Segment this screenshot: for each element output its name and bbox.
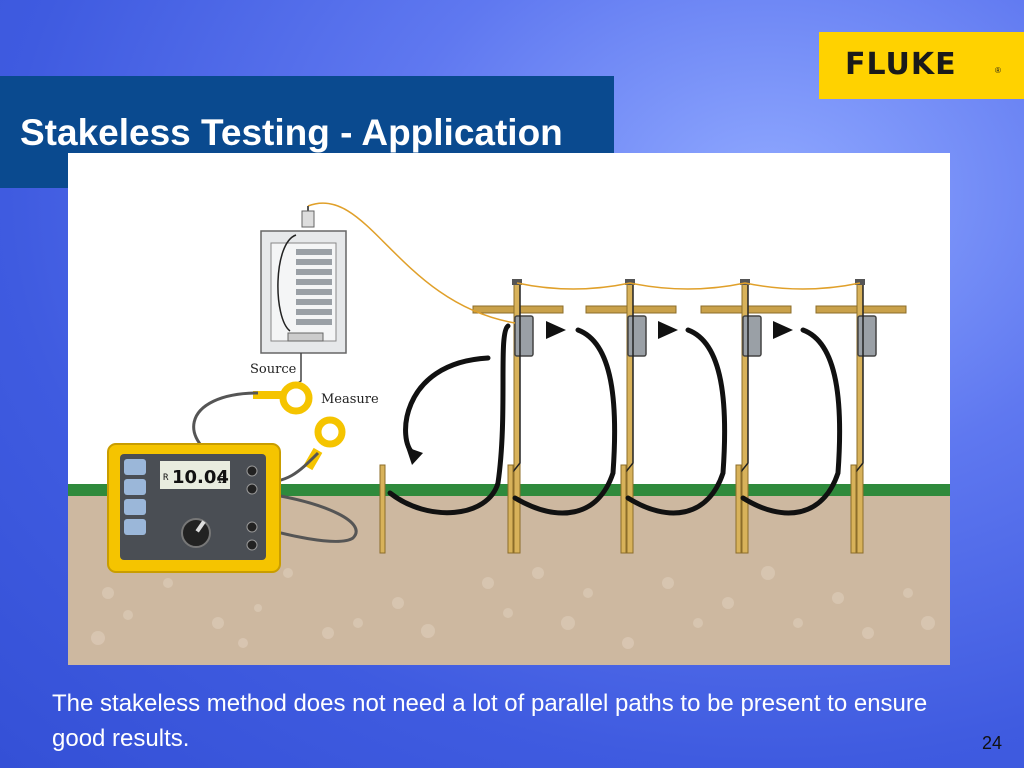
transformer-3 xyxy=(742,315,762,357)
page-number: 24 xyxy=(982,733,1003,753)
transformer-2 xyxy=(627,315,647,357)
transformer-4 xyxy=(857,315,877,357)
source-clamp xyxy=(253,381,313,415)
fluke-logo: FLUKE ® xyxy=(819,32,1024,99)
measure-label: Measure xyxy=(321,392,379,407)
stakeless-testing-illustration: Source Measure R 10.04 Ω xyxy=(68,153,950,665)
meter-prefix: R xyxy=(163,473,169,483)
logo-text: FLUKE xyxy=(845,47,957,82)
slide-title: Stakeless Testing - Application xyxy=(20,112,563,153)
slide-caption: The stakeless method does not need a lot… xyxy=(52,690,928,752)
earth-ground-tester: R 10.04 Ω xyxy=(107,443,281,573)
logo-registered-mark: ® xyxy=(995,66,1001,75)
source-label: Source xyxy=(250,362,297,377)
meter-unit: Ω xyxy=(218,475,226,486)
transformer-1 xyxy=(514,315,534,357)
meter-reading: 10.04 xyxy=(172,467,229,488)
